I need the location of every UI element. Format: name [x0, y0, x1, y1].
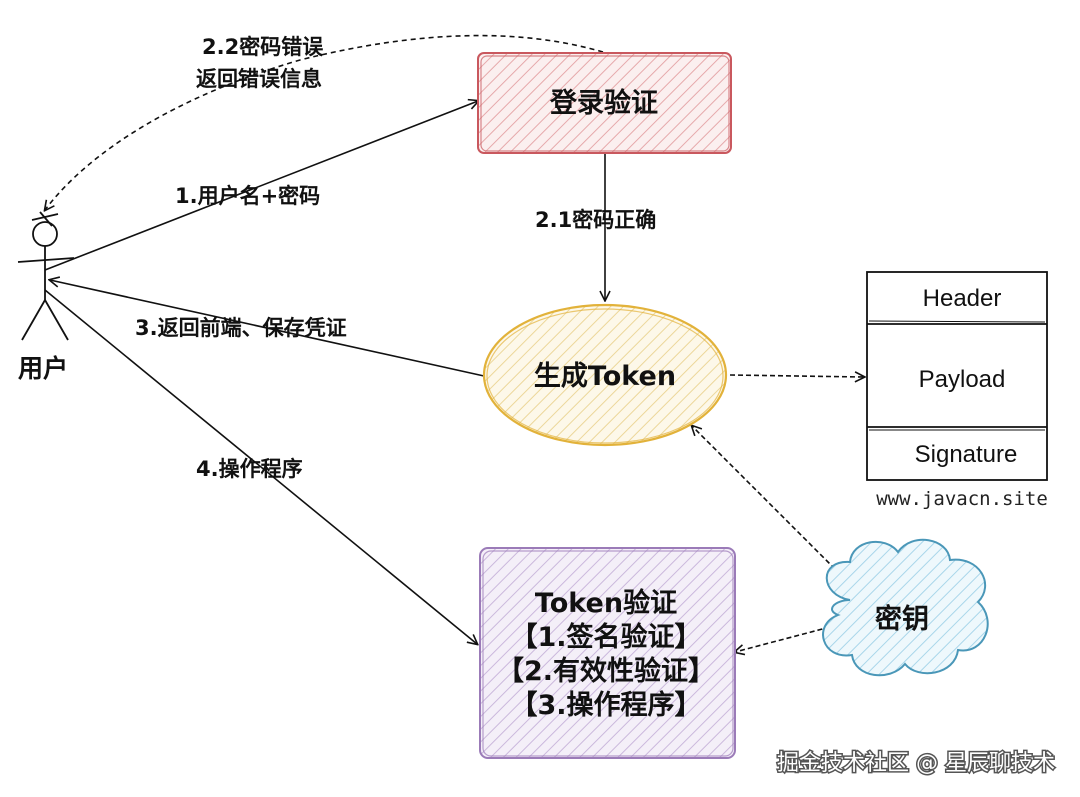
generate-token-node	[482, 303, 728, 447]
edge-1-label: 1.用户名+密码	[175, 184, 320, 208]
secret-key-node	[822, 538, 989, 677]
token-verify-line-3: 【2.有效性验证】	[497, 655, 715, 687]
jwt-signature-label: Signature	[915, 441, 1018, 468]
edge-2-1-label: 2.1密码正确	[535, 208, 656, 232]
site-label: www.javacn.site	[876, 488, 1048, 510]
watermark-text: 掘金技术社区 @ 星辰聊技术	[777, 751, 1055, 776]
user-label: 用户	[18, 354, 68, 383]
jwt-payload-label: Payload	[919, 366, 1006, 393]
secret-key-label: 密钥	[875, 603, 929, 635]
edge-2-2-wrong-password	[45, 34, 604, 210]
edge-1-username-password	[44, 101, 478, 271]
edge-4-label: 4.操作程序	[196, 457, 303, 481]
edge-token-to-jwt	[729, 375, 864, 377]
generate-token-label: 生成Token	[534, 361, 676, 392]
token-verify-node	[479, 547, 736, 759]
edge-3-return-frontend	[50, 280, 485, 377]
jwt-header-label: Header	[923, 285, 1002, 312]
token-verify-line-2: 【1.签名验证】	[510, 621, 701, 653]
jwt-structure-table	[866, 271, 1048, 481]
edge-key-to-token-verify	[735, 626, 831, 652]
token-verify-line-4: 【3.操作程序】	[510, 689, 701, 721]
token-verify-line-1: Token验证	[535, 587, 677, 619]
edge-2-2-label-line-2: 返回错误信息	[196, 67, 322, 91]
login-verify-label: 登录验证	[549, 87, 658, 119]
edge-4-operation	[44, 289, 477, 644]
edge-key-to-token	[692, 426, 853, 587]
user-stick-figure	[17, 211, 75, 341]
edge-2-2-label-line-1: 2.2密码错误	[202, 35, 324, 59]
edge-3-label: 3.返回前端、保存凭证	[135, 316, 347, 340]
login-verify-node	[477, 52, 732, 154]
